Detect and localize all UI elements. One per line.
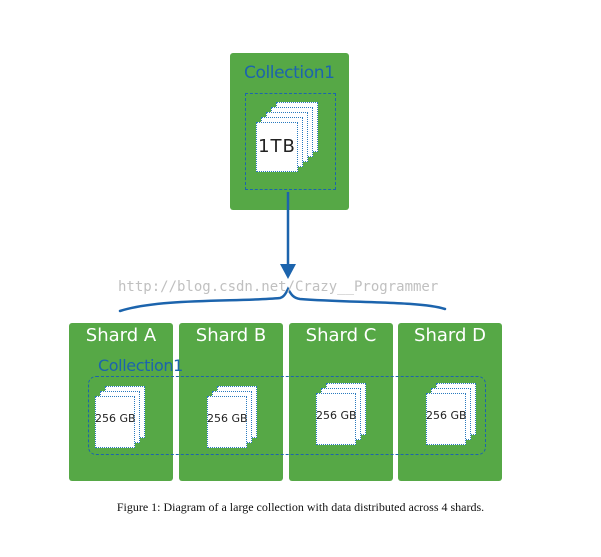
- document-page-front: [426, 393, 466, 445]
- document-page-front: [95, 396, 135, 448]
- split-brace: [118, 286, 447, 313]
- top-collection-boundary: [245, 93, 336, 190]
- watermark-text: http://blog.csdn.net/Crazy__Programmer: [118, 279, 439, 295]
- shard-title-a: Shard A: [85, 325, 157, 346]
- shard-b-data-size-label: 256 GB: [207, 412, 248, 425]
- shard-title-b: Shard B: [195, 325, 267, 346]
- shard-d-data-size-label: 256 GB: [426, 409, 467, 422]
- bottom-collection-boundary: [88, 376, 486, 455]
- shard-title-d: Shard D: [414, 325, 486, 346]
- shard-a-data-size-label: 256 GB: [95, 412, 136, 425]
- shard-title-c: Shard C: [305, 325, 377, 346]
- bottom-collection-label: Collection1: [98, 356, 183, 375]
- figure-caption: Figure 1: Diagram of a large collection …: [116, 500, 485, 514]
- top-data-size-label: 1TB: [258, 136, 296, 157]
- document-page-front: [316, 393, 356, 445]
- document-page-front: [207, 396, 247, 448]
- split-arrow-head: [280, 264, 296, 279]
- top-collection-label: Collection1: [244, 63, 335, 83]
- document-page-front: [256, 122, 298, 172]
- shard-c-data-size-label: 256 GB: [316, 409, 357, 422]
